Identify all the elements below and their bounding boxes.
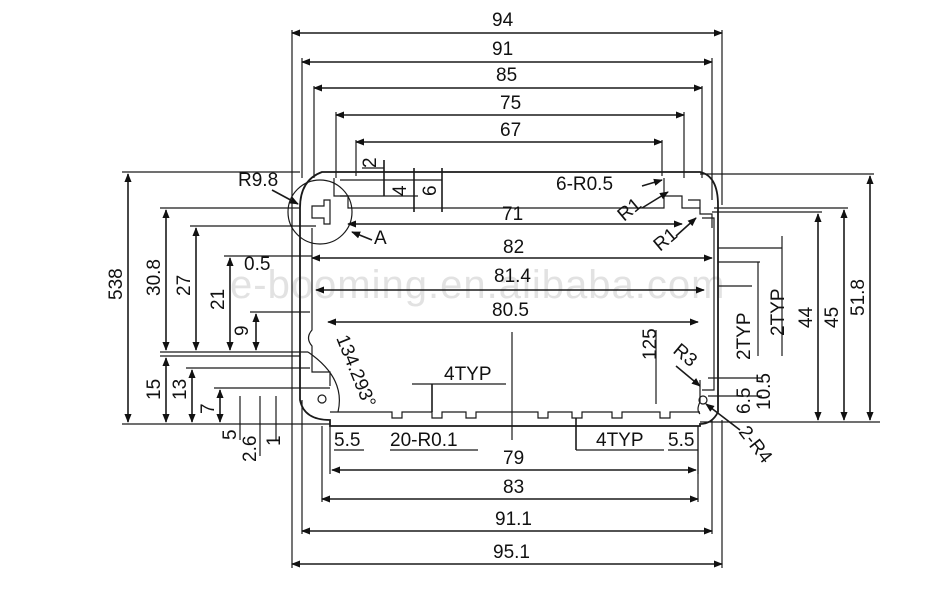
left-dimensions: 538 30.8 27 21 0.5 9 15 13 7 5 2.6 1: [106, 171, 330, 462]
dim-30-8: 30.8: [144, 259, 165, 296]
watermark: e-booming.en.alibaba.com: [230, 263, 725, 307]
callout-r9-8: R9.8: [238, 170, 278, 191]
dim-95-1: 95.1: [493, 542, 530, 563]
dim-75: 75: [500, 93, 521, 114]
dim-7: 7: [198, 403, 219, 414]
callout-a: A: [374, 228, 387, 249]
callout-r1-upper: R1: [614, 194, 646, 226]
dim-1: 1: [264, 435, 285, 446]
callout-125: 125: [640, 328, 661, 360]
callout-r1-lower: R1: [650, 224, 682, 256]
dim-80-5: 80.5: [492, 300, 529, 321]
dim-21: 21: [208, 289, 229, 310]
callout-5-5-left: 5.5: [334, 430, 360, 451]
dim-91-1: 91.1: [495, 509, 532, 530]
dim-45: 45: [822, 307, 843, 328]
dim-85: 85: [496, 65, 517, 86]
callout-6-r0-5: 6-R0.5: [556, 174, 613, 195]
dim-44: 44: [796, 306, 817, 328]
callout-angle: 134.293°: [331, 332, 379, 411]
dim-81-4: 81.4: [494, 266, 531, 287]
dim-6-5: 6.5: [734, 388, 755, 414]
dim-2typ-outer: 2TYP: [768, 288, 789, 336]
dim-5: 5: [220, 429, 241, 440]
dim-10-5: 10.5: [754, 373, 775, 410]
dim-6: 6: [420, 185, 441, 196]
top-dimensions: 94 91 85 75 67 71 82 81.4 80.5: [291, 10, 723, 326]
dim-79: 79: [503, 448, 524, 469]
dim-2-6: 2.6: [240, 436, 261, 462]
dim-83: 83: [503, 477, 524, 498]
dim-0-5: 0.5: [244, 254, 270, 275]
profile-outline: [287, 171, 719, 440]
dim-2typ-inner: 2TYP: [734, 312, 755, 360]
callout-4typ-lower: 4TYP: [596, 430, 644, 451]
callout-20-r0-1: 20-R0.1: [390, 430, 458, 451]
dim-2: 2: [360, 157, 381, 168]
dim-91: 91: [492, 39, 513, 60]
right-dimensions: 44 45 51.8 2TYP 2TYP 6.5 10.5: [700, 173, 880, 423]
callout-4typ-upper: 4TYP: [444, 364, 492, 385]
callout-2-r4: 2-R4: [734, 422, 776, 468]
dim-67: 67: [500, 120, 521, 141]
slot-detail-dimensions: 2 4 6: [340, 157, 443, 212]
dim-9: 9: [232, 325, 253, 336]
dim-13: 13: [170, 379, 191, 400]
dim-94: 94: [492, 10, 514, 31]
dim-538: 538: [106, 268, 127, 300]
dim-27: 27: [174, 275, 195, 296]
callout-5-5-right: 5.5: [668, 430, 694, 451]
callout-r3: R3: [669, 340, 701, 372]
dim-71: 71: [502, 204, 523, 225]
dim-15: 15: [144, 379, 165, 400]
dim-4: 4: [390, 185, 411, 196]
dim-82: 82: [503, 237, 524, 258]
dim-51-8: 51.8: [848, 279, 869, 316]
